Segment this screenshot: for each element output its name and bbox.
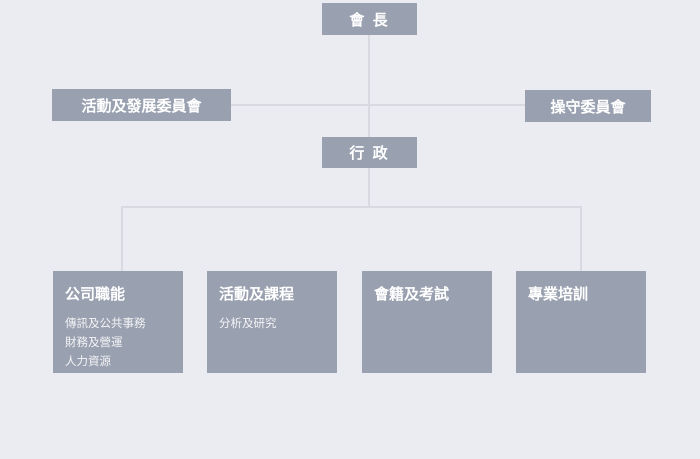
dept-title: 會籍及考試 [374, 286, 450, 303]
connector-vertical-left-drop [121, 206, 123, 272]
committee-activities-development-label: 活動及發展委員會 [81, 97, 202, 115]
dept-title: 專業培訓 [528, 286, 589, 303]
connector-vertical-center [368, 35, 370, 207]
committee-activities-development-box: 活動及發展委員會 [52, 89, 231, 121]
dept-sub-item: 人力資源 [65, 356, 111, 368]
chairman-label: 會 長 [349, 11, 390, 29]
connector-horizontal-committees [231, 104, 525, 106]
connector-horizontal-departments [121, 206, 582, 208]
dept-box-professional-training: 專業培訓 [516, 271, 646, 373]
admin-box: 行 政 [322, 137, 417, 168]
dept-sub-item: 財務及營運 [65, 337, 123, 349]
dept-sub-item: 傳訊及公共事務 [65, 318, 146, 330]
dept-box-corporate-functions: 公司職能 傳訊及公共事務 財務及營運 人力資源 [53, 271, 183, 373]
dept-title: 活動及課程 [219, 286, 295, 303]
dept-title: 公司職能 [65, 286, 126, 303]
chairman-box: 會 長 [322, 3, 417, 35]
dept-item-list: 分析及研究 [219, 315, 327, 334]
dept-item-list: 傳訊及公共事務 財務及營運 人力資源 [65, 315, 173, 372]
dept-box-membership-exams: 會籍及考試 [362, 271, 492, 373]
committee-conduct-label: 操守委員會 [550, 98, 626, 116]
dept-sub-item: 分析及研究 [219, 318, 277, 330]
committee-conduct-box: 操守委員會 [525, 90, 651, 122]
admin-label: 行 政 [349, 145, 390, 162]
connector-vertical-right-drop [580, 206, 582, 272]
dept-box-activities-courses: 活動及課程 分析及研究 [207, 271, 337, 373]
